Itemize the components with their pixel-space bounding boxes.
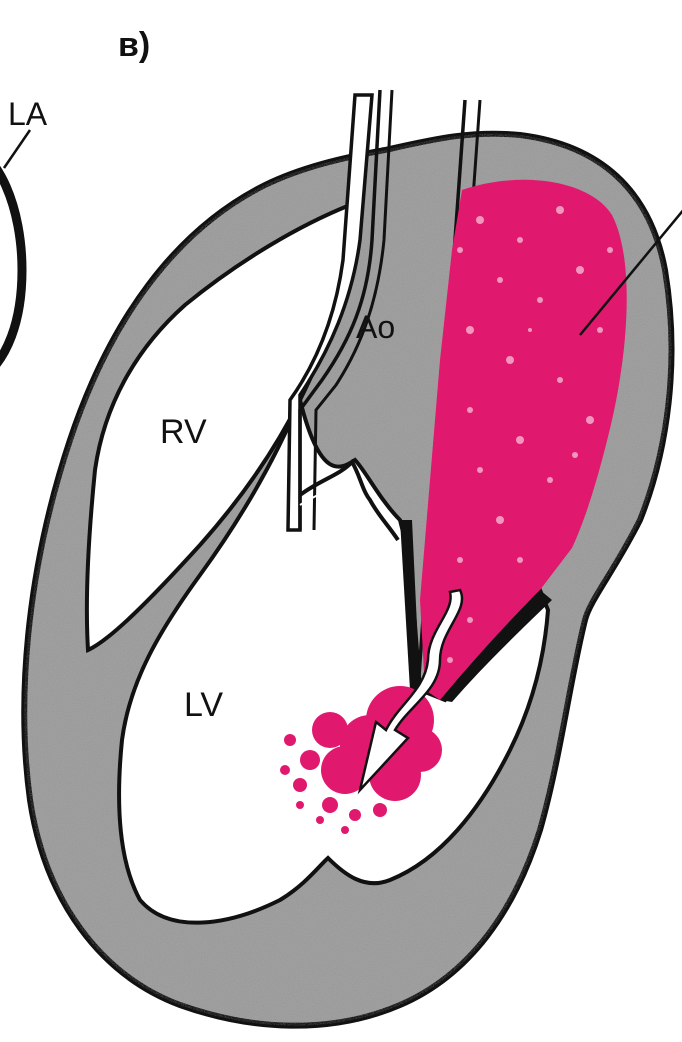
- label-left-ventricle: LV: [184, 688, 223, 722]
- left-atrium-wall: [0, 140, 22, 380]
- panel-letter: в): [118, 28, 150, 62]
- label-aorta: Ao: [356, 311, 395, 343]
- label-right-ventricle: RV: [160, 415, 207, 449]
- label-left-atrium: LA: [8, 98, 47, 130]
- la-leader-line: [4, 130, 30, 168]
